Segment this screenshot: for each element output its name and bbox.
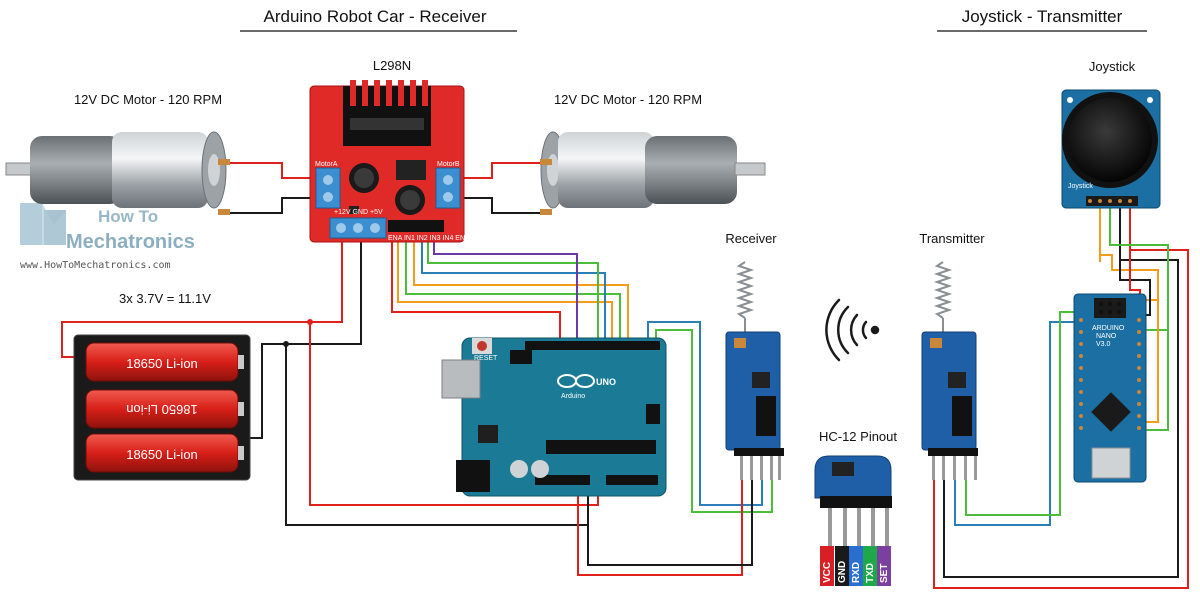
nano-brand-label: ARDUINO [1092, 325, 1125, 332]
joystick-board-label: Joystick [1068, 183, 1093, 190]
control-pin-labels: ENA IN1 IN2 IN3 IN4 ENB [388, 235, 470, 242]
transmitter-label: Transmitter [919, 231, 985, 246]
hc12-pin-txd: TXD [863, 546, 877, 586]
hc12-pin-rxd: RXD [849, 546, 863, 586]
arduino-uno-board: RESET UNO Arduino [441, 337, 667, 497]
hc12-pinout-label: HC-12 Pinout [819, 429, 897, 444]
hc12-pin-label: SET [879, 564, 890, 583]
wireless-signal-icon [825, 298, 880, 362]
dc-motor-right [540, 131, 766, 215]
battery-voltage-label: 3x 3.7V = 11.1V [119, 291, 211, 306]
battery-cell: 18650 Li-ion [85, 389, 244, 429]
hc12-pin-gnd: GND [835, 546, 849, 586]
receiver-section-title: Arduino Robot Car - Receiver [240, 7, 517, 32]
joystick-module: Joystick [1061, 89, 1161, 209]
motor-a-label: MotorA [315, 161, 338, 168]
battery-cells: 18650 Li-ion 18650 Li-ion 18650 Li-ion [85, 342, 244, 473]
hc12-pin-label: VCC [822, 562, 833, 583]
joystick-label: Joystick [1089, 59, 1136, 74]
nano-version-label: V3.0 [1096, 341, 1111, 348]
hc12-pin-label: RXD [851, 562, 862, 583]
battery-cell-label: 18650 Li-ion [126, 356, 198, 371]
nano-model-label: NANO [1096, 333, 1117, 340]
hc12-transmitter-module [921, 261, 978, 480]
l298n-driver-board: MotorA MotorB +12V GND +5V ENA IN1 IN2 I… [309, 80, 470, 243]
watermark-line2: Mechatronics [66, 231, 195, 253]
hc12-receiver-module [725, 261, 784, 480]
transmitter-section-title: Joystick - Transmitter [937, 7, 1147, 32]
motor-right-label: 12V DC Motor - 120 RPM [554, 92, 702, 107]
arduino-uno-logo-icon [557, 374, 595, 388]
receiver-label: Receiver [725, 231, 777, 246]
motor-b-label: MotorB [437, 161, 460, 168]
reset-label: RESET [474, 355, 498, 362]
arduino-nano-board: ARDUINO NANO V3.0 [1073, 293, 1147, 483]
svg-text:Joystick - Transmitter: Joystick - Transmitter [962, 7, 1123, 26]
watermark-line1: How To [98, 207, 158, 226]
battery-cell-label: 18650 Li-ion [126, 447, 198, 462]
hc12-pin-vcc: VCC [820, 546, 834, 586]
svg-text:Arduino Robot Car - Receiver: Arduino Robot Car - Receiver [264, 7, 487, 26]
battery-cell: 18650 Li-ion [85, 342, 244, 382]
hc12-pin-set: SET [877, 546, 891, 586]
hc12-pinout-module [814, 455, 892, 546]
l298n-label: L298N [373, 58, 411, 73]
motor-left-label: 12V DC Motor - 120 RPM [74, 92, 222, 107]
battery-cell-label: 18650 Li-ion [126, 402, 198, 417]
wires [61, 162, 1189, 589]
battery-cell: 18650 Li-ion [85, 433, 244, 473]
hc12-pin-label: TXD [865, 563, 876, 583]
uno-model-label: UNO [596, 377, 616, 387]
watermark-logo-icon [20, 203, 66, 245]
watermark-url: www.HowToMechatronics.com [20, 260, 171, 271]
hc12-pin-label: GND [837, 561, 848, 583]
power-terminal-labels: +12V GND +5V [334, 209, 383, 216]
arduino-brand-label: Arduino [561, 393, 585, 400]
dc-motor-left [5, 131, 230, 215]
watermark: How To Mechatronics www.HowToMechatronic… [20, 203, 195, 271]
